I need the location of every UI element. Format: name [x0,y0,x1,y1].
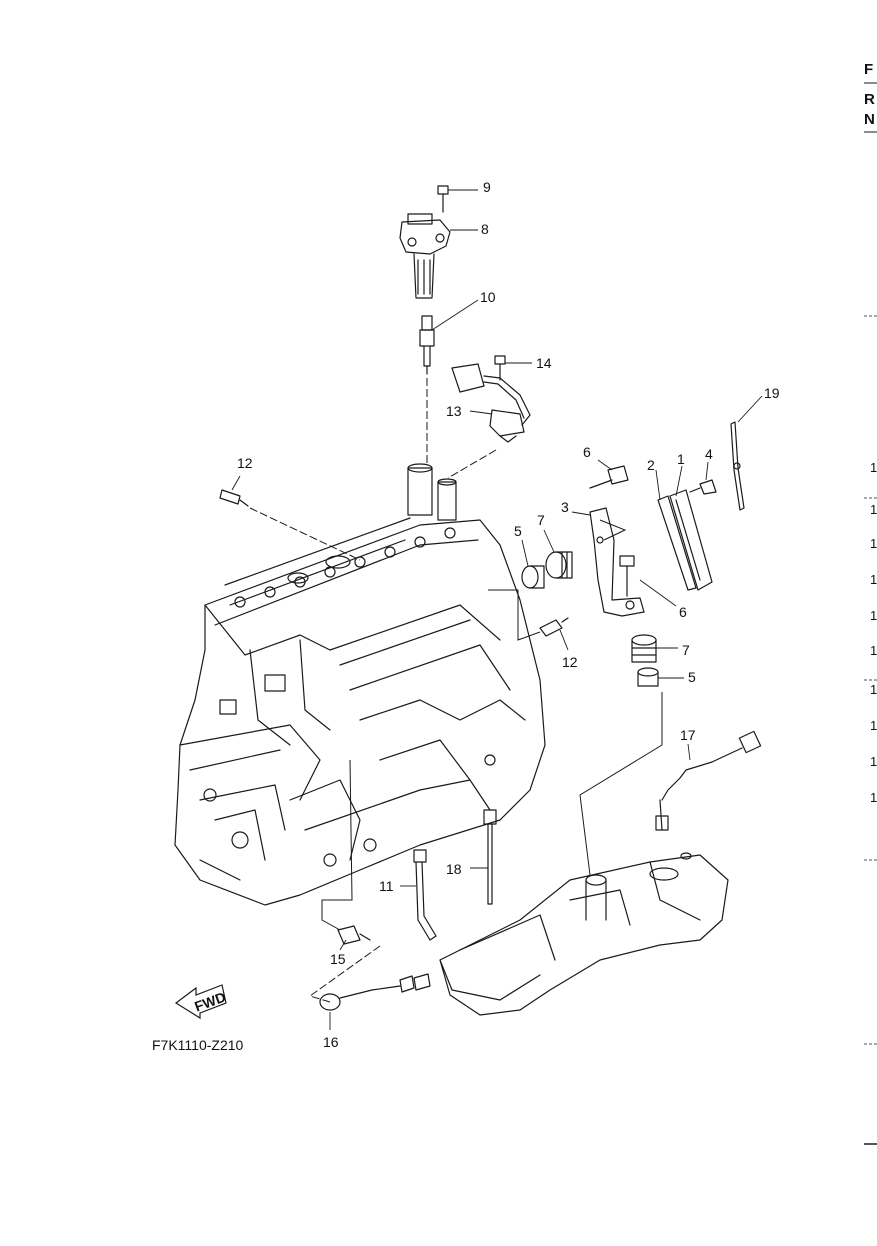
callout-label: 2 [647,457,655,473]
bolt-6-upper [589,465,629,489]
edge-letter-f: F [864,61,873,78]
callout-label: 6 [583,444,591,460]
callout-label: 5 [514,523,522,539]
collar-5-lower [637,667,659,687]
callout-label: 4 [705,446,713,462]
edge-number: 1 [870,643,877,658]
callout-label: 14 [536,355,552,371]
cam-position-sensor [451,363,531,443]
callout-label: 7 [682,642,690,658]
leader-lines [249,378,663,1003]
callout-label: 13 [446,403,462,419]
cover-plate-2 [657,495,697,591]
edge-number: 1 [870,608,877,623]
callout-label: 15 [330,951,346,967]
temperature-sensor-left [219,489,249,507]
edge-number: 1 [870,682,877,697]
engine-block [174,463,546,906]
callout-label: 17 [680,727,696,743]
callout-label: 11 [379,878,394,894]
oxygen-sensor [655,730,762,831]
callout-label: 5 [688,669,696,685]
spark-plug [419,315,435,375]
page-edge: F R N 1 1 1 1 1 1 1 1 1 1 [864,61,877,1145]
knock-sensor-15 [337,925,371,945]
callout-leaders [231,189,763,1030]
cable-tie-19 [730,421,745,511]
edge-numbers: 1 1 1 1 1 1 1 1 1 1 [870,460,877,805]
edge-number: 1 [870,460,877,475]
figure-code: F7K1110-Z210 [152,1037,244,1053]
knock-sensor-16 [319,973,431,1011]
callout-label: 16 [323,1034,339,1050]
cover-plate-1 [669,489,713,591]
callout-label: 19 [764,385,780,401]
callout-label: 1 [677,451,685,467]
grommet-7-upper [545,551,573,579]
callout-label: 8 [481,221,489,237]
ignition-coil-bolt [437,185,449,213]
bolt-6-lower [619,555,635,597]
fwd-arrow-icon [174,984,227,1020]
screw-4 [689,479,717,495]
cable-tie-18 [483,809,497,905]
ignition-coil [399,213,451,299]
cam-sensor-bolt [494,355,506,381]
edge-number: 1 [870,790,877,805]
collar-5-upper [521,565,545,589]
callout-label: 18 [446,861,462,877]
exhaust-manifold [439,852,729,1016]
temperature-sensor-right [539,617,569,637]
edge-number: 1 [870,718,877,733]
grommet-7-lower [631,634,657,663]
edge-number: 1 [870,536,877,551]
callout-label: 9 [483,179,491,195]
edge-number: 1 [870,502,877,517]
edge-number: 1 [870,572,877,587]
callout-label: 6 [679,604,687,620]
callout-label: 12 [237,455,253,471]
fwd-label: FWD [192,989,227,1015]
callout-label: 10 [480,289,496,305]
edge-letter-r: R [864,91,875,108]
edge-letter-n: N [864,111,875,128]
edge-number: 1 [870,754,877,769]
bracket-3 [589,507,645,617]
cable-tie-11 [413,849,437,941]
callout-label: 12 [562,654,578,670]
callout-label: 3 [561,499,569,515]
callout-label: 7 [537,512,545,528]
